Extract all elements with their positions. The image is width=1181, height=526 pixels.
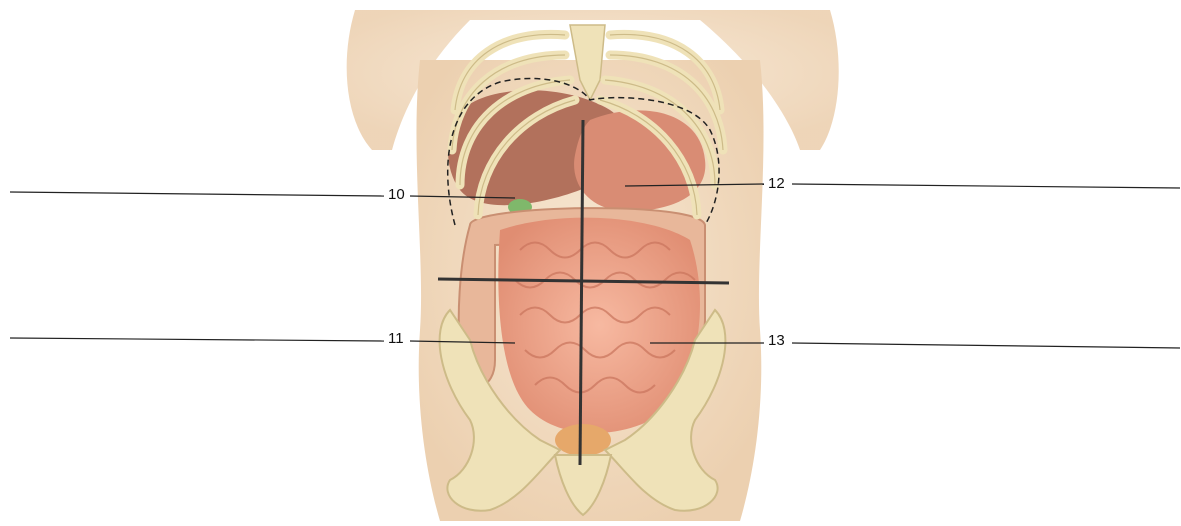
answer-line-13 [792, 343, 1180, 348]
answer-line-12 [792, 184, 1180, 188]
label-12: 12 [766, 176, 787, 192]
label-13: 13 [766, 333, 787, 349]
label-11: 11 [386, 331, 406, 347]
bladder [555, 424, 611, 456]
answer-line-10 [10, 192, 384, 196]
answer-line-11 [10, 338, 384, 341]
label-10: 10 [386, 187, 407, 203]
